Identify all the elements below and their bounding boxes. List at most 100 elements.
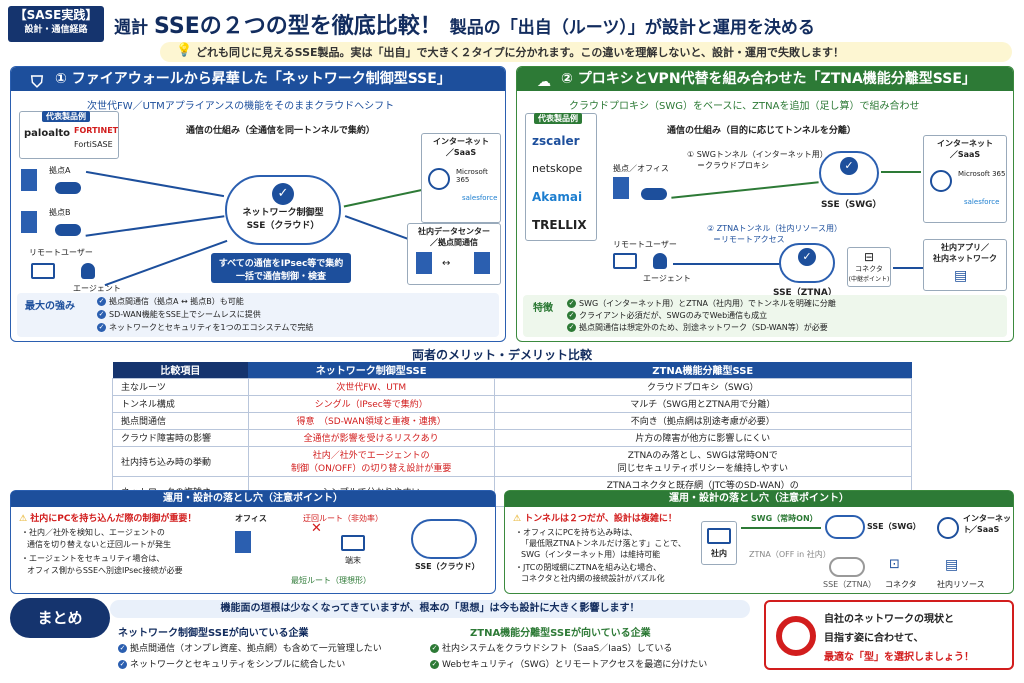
- arrow-swg-out: [881, 171, 921, 173]
- summary-right-item-0: ✓社内システムをクラウドシフト（SaaS／IaaS）している: [430, 644, 673, 654]
- left-agent: エージェント: [73, 284, 121, 293]
- summary-left-head: ネットワーク制御型SSEが向いている企業: [118, 628, 309, 639]
- dc-l2: ／拠点間通信: [430, 238, 478, 247]
- check-icon: ✓: [97, 310, 106, 319]
- strength-item-1: ✓SD-WAN機能をSSE上でシームレスに提供: [97, 310, 261, 319]
- sse-cloud: ✓ ネットワーク制御型 SSE（クラウド）: [225, 175, 341, 245]
- pitfall-right-b1: ・オフィスにPCを持ち込み時は、: [515, 528, 638, 537]
- pitfall-left-b2: ・エージェントをセキュリティ場合は、: [21, 554, 165, 563]
- ipsec-line1: すべての通信をIPsec等で集約: [218, 259, 344, 269]
- left-panel-heading: ⛉ ① ファイアウォールから昇華した「ネットワーク制御型SSE」: [11, 67, 505, 91]
- right-panel-heading: ☁ ② プロキシとVPN代替を組み合わせた「ZTNA機能分離型SSE」: [517, 67, 1013, 91]
- building-icon-dc2: [474, 252, 492, 278]
- warning-icon: ⚠: [513, 514, 522, 524]
- left-heading-text: ① ファイアウォールから昇華した「ネットワーク制御型SSE」: [55, 71, 451, 87]
- product-trellix: TRELLIX: [532, 218, 587, 232]
- pitfall-right-heading: 運用・設計の落とし穴（注意ポイント）: [505, 491, 1013, 507]
- check-icon: ✓: [567, 299, 576, 308]
- right-internet-l1: インターネット: [937, 139, 993, 148]
- globe-icon: [428, 168, 450, 194]
- building-icon-dc1: [416, 252, 434, 278]
- swg-on-label: SWG（常時ON）: [751, 514, 818, 523]
- internet-l1: インターネット: [433, 137, 489, 146]
- right-lead: クラウドプロキシ（SWG）をベースに、ZTNAを追加（足し算）で組み合わせ: [569, 101, 920, 112]
- pitfall-right-b2: ・JTCの閉域網にZTNAを組み込む場合、: [515, 563, 662, 572]
- shield-check-icon: ✓: [798, 248, 816, 266]
- feature-item-0: ✓SWG（インターネット用）とZTNA（社内用）でトンネルを明確に分離: [567, 299, 836, 308]
- check-icon: ✓: [430, 660, 439, 669]
- compare-right: 不向き（拠点網は別途考慮が必要）: [493, 411, 913, 430]
- connector-icon: ⊟: [863, 250, 875, 264]
- office-label-left: オフィス: [235, 514, 267, 523]
- left-remote-user: リモートユーザー: [29, 248, 93, 257]
- summary-left-item-1: ✓ネットワークとセキュリティをシンプルに統合したい: [118, 660, 346, 670]
- compare-right: 片方の障害が他方に影響しにくい: [493, 428, 913, 447]
- cta-l2: 目指す姿に合わせて、: [824, 633, 924, 644]
- compare-right: ZTNAのみ落とし、SWGは常時ONで 同じセキュリティポリシーを維持しやすい: [493, 445, 913, 477]
- compare-left: シングル（IPsec等で集約）: [247, 394, 495, 413]
- left-strength-box: 最大の強み ✓拠点間通信（拠点A ↔ 拠点B）も可能 ✓SD-WAN機能をSSE…: [17, 293, 499, 337]
- internet-box: インターネット ／SaaS Microsoft 365 salesforce: [421, 133, 501, 223]
- compare-header-row: 比較項目 ネットワーク制御型SSE ZTNA機能分離型SSE: [112, 362, 912, 378]
- shield-check-icon: ✓: [272, 183, 294, 205]
- right-internet-l2: ／SaaS: [949, 150, 981, 159]
- check-icon: ✓: [97, 297, 106, 306]
- compare-item: 社内持ち込み時の挙動: [112, 445, 249, 477]
- right-internet-box: インターネット ／SaaS Microsoft 365 salesforce: [923, 135, 1007, 223]
- check-icon: ✓: [118, 644, 127, 653]
- site-a-label: 拠点A: [49, 166, 71, 175]
- check-icon: ✓: [567, 323, 576, 332]
- shield-icon: ⛉: [31, 72, 44, 91]
- router-icon-b: [55, 219, 81, 238]
- right-feature-box: 特徴 ✓SWG（インターネット用）とZTNA（社内用）でトンネルを明確に分離 ✓…: [523, 295, 1007, 337]
- building-icon-office-left: [235, 531, 253, 557]
- right-agent: エージェント: [643, 274, 691, 283]
- summary-right-item-1: ✓Webセキュリティ（SWG）とリモートアクセスを最適に分けたい: [430, 660, 708, 670]
- sse-swg-cloud: ✓: [819, 151, 879, 195]
- agent-icon-right: [653, 253, 667, 273]
- two-way-arrow-icon: ↔: [442, 258, 451, 269]
- pitfall-left-b1: ・社内／社外を検知し、エージェントの: [21, 528, 165, 537]
- product-akamai: Akamai: [532, 190, 583, 204]
- check-icon: ✓: [567, 311, 576, 320]
- arrow-b: [85, 215, 225, 237]
- connector-box: ⊟ コネクタ (中継ポイント): [847, 247, 891, 287]
- app-l1: 社内アプリ／: [941, 243, 989, 252]
- arrow-connector-out: [893, 267, 923, 269]
- server-icon: ▤: [945, 557, 959, 573]
- internet-l2: ／SaaS: [445, 148, 477, 157]
- compare-row: 拠点間通信得意 （SD-WAN領域と重複・連携）不向き（拠点網は別途考慮が必要）: [112, 411, 913, 430]
- right-salesforce: salesforce: [964, 198, 1000, 206]
- left-products-box: 代表製品例 paloalto FORTINET FortiSASE: [19, 111, 119, 159]
- compare-left: 社内／社外でエージェントの 制御（ON/OFF）の切り替え設計が重要: [247, 445, 495, 477]
- globe-icon: [937, 517, 959, 543]
- right-heading-text: ② プロキシとVPN代替を組み合わせた「ZTNA機能分離型SSE」: [561, 71, 976, 87]
- arrow-ztna: [673, 263, 823, 265]
- summary-left-item-0: ✓拠点間通信（オンプレ資産、拠点網）も含めて一元管理したい: [118, 644, 382, 654]
- ipsec-note: すべての通信をIPsec等で集約 一括で通信制御・検査: [211, 253, 351, 283]
- check-icon: ✓: [118, 660, 127, 669]
- pitfall-right-warn: ⚠ トンネルは２つだが、設計は複雑に！: [513, 514, 677, 524]
- product-paloalto: paloalto: [24, 128, 71, 139]
- ztna-off-label: ZTNA（OFF in 社内）: [749, 550, 831, 559]
- left-products-label: 代表製品例: [42, 111, 90, 122]
- right-remote-user: リモートユーザー: [613, 240, 677, 249]
- compare-header-item: 比較項目: [112, 362, 249, 378]
- tunnel2-l1: ② ZTNAトンネル（社内リソース用）: [707, 224, 842, 233]
- pitfall-right-b1c: SWG（インターネット用）は維持可能: [521, 550, 661, 559]
- compare-item: 拠点間通信: [112, 411, 249, 430]
- strength-label: 最大の強み: [25, 301, 75, 312]
- compare-right: クラウドプロキシ（SWG）: [493, 377, 913, 396]
- pitfall-sse-swg: SSE（SWG）: [867, 522, 921, 531]
- compare-left: 得意 （SD-WAN領域と重複・連携）: [247, 411, 495, 430]
- pc-icon: [707, 528, 731, 544]
- compare-left: 次世代FW、UTM: [247, 377, 495, 396]
- right-mechanism: 通信の仕組み（目的に応じてトンネルを分離）: [667, 126, 856, 136]
- terminal-icon: [341, 535, 365, 555]
- compare-header-right: ZTNA機能分離型SSE: [494, 362, 912, 378]
- cloud-lock-icon: ☁: [537, 74, 551, 90]
- right-panel: ☁ ② プロキシとVPN代替を組み合わせた「ZTNA機能分離型SSE」 クラウド…: [516, 66, 1014, 342]
- pitfall-internet-l2: ／SaaS: [969, 525, 1000, 534]
- feature-label: 特徴: [533, 303, 553, 314]
